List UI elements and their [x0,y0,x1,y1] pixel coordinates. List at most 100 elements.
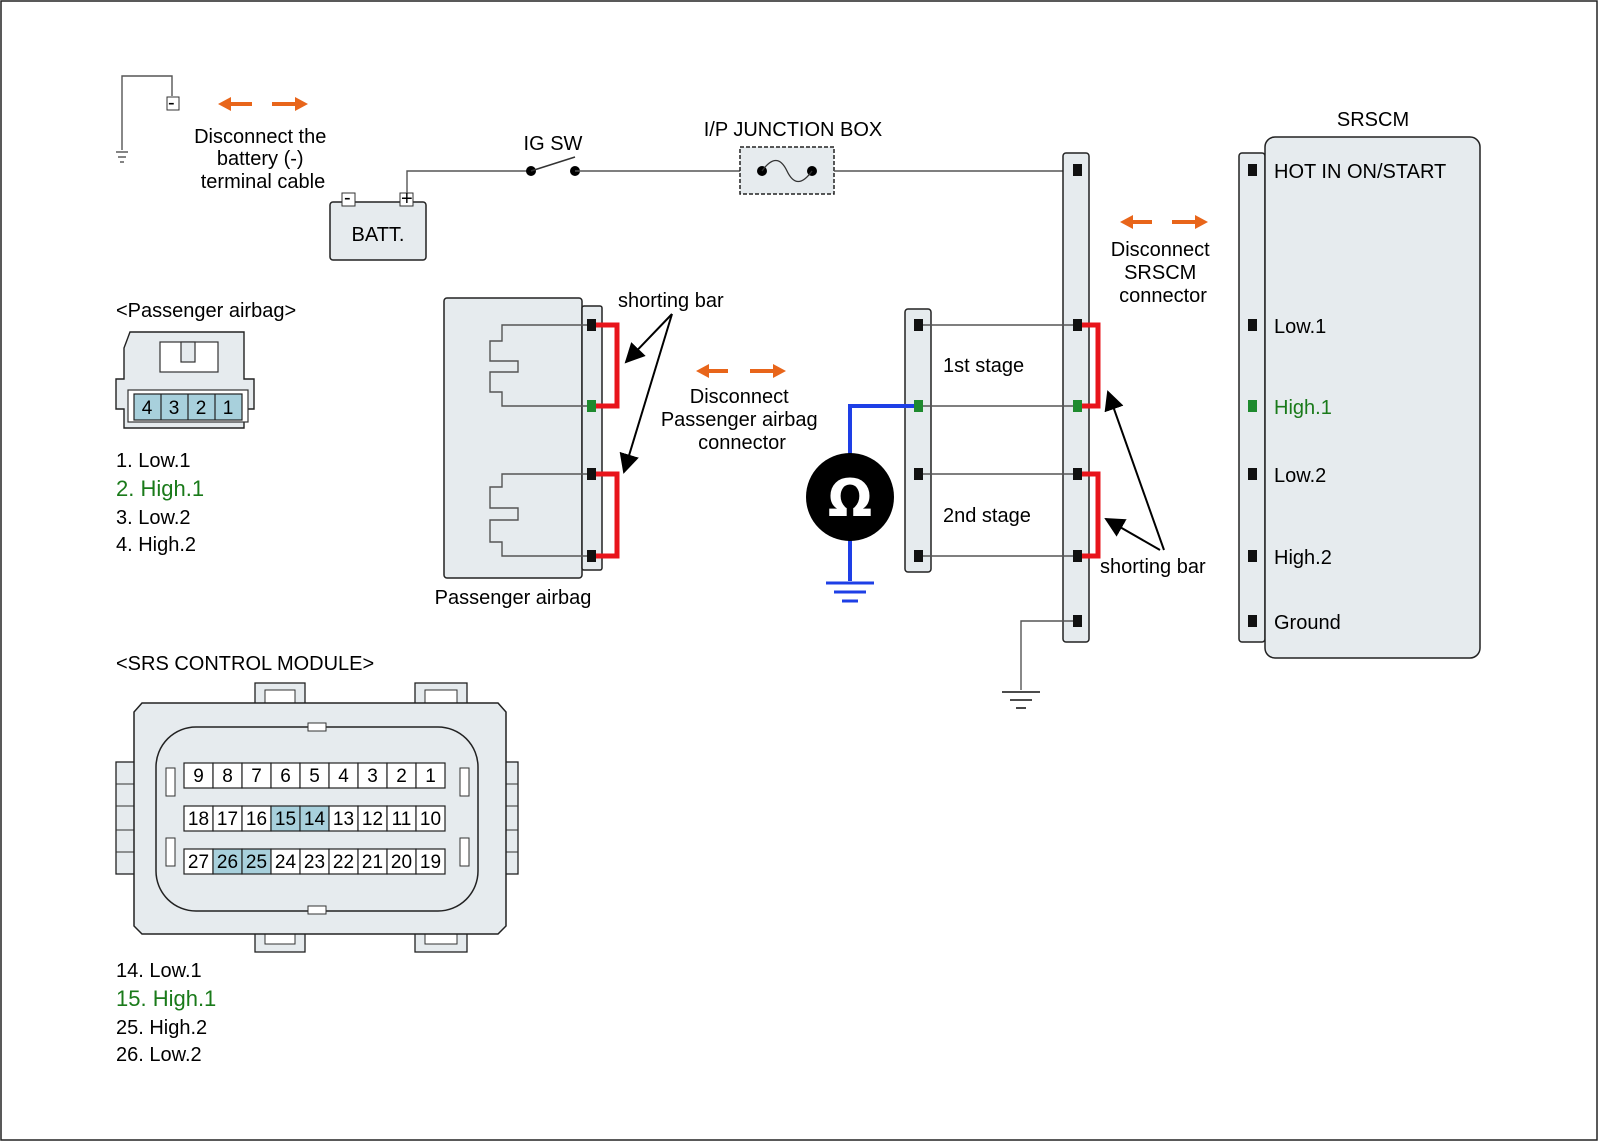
airbag-pin-3: 3 [169,398,180,419]
ohmmeter-probe-wire [848,404,914,455]
passenger-airbag-disconnect-note: Disconnect Passenger airbag connector [661,386,823,454]
srs-legend-25: 25. High.2 [116,1017,207,1039]
airbag-shorting-bar-2 [596,471,620,559]
airbag-pin-2: 2 [196,398,207,419]
passenger-airbag-disconnect-arrow [696,364,786,378]
srs-pin-cell [357,762,388,789]
airbag-legend-4: 4. High.2 [116,534,196,556]
srs-pin-number: 27 [188,852,209,873]
ip-junction-box-label: I/P JUNCTION BOX [704,119,883,141]
srs-pin-cell [415,762,446,789]
srscm-pin-low1: Low.1 [1274,316,1326,338]
airbag-legend-3: 3. Low.2 [116,507,191,529]
srs-pin-cell [212,762,243,789]
airbag-shorting-bar-1 [596,322,620,409]
srs-pin-cell [386,805,417,832]
passenger-airbag-connector-title: <Passenger airbag> [116,300,296,322]
srs-pin-number: 10 [420,809,441,830]
srs-pin-cell [241,762,272,789]
airbag-pin-4: 4 [142,398,153,419]
srs-pin-number: 11 [392,809,412,830]
srs-pin-cell [183,848,214,875]
srs-pin-cell [415,805,446,832]
srs-pin-number: 12 [362,809,383,830]
srs-pin-number: 14 [304,809,326,830]
ohmmeter-ground [826,581,874,603]
srs-pin-cell [241,805,272,832]
srscm-module-body [1264,136,1481,659]
battery-ground-terminal-label: - [168,92,175,114]
srs-pin-cell [386,762,417,789]
srs-pin-number: 5 [309,766,320,787]
airbag-legend-1: 1. Low.1 [116,450,191,472]
battery-neg-terminal: - [344,187,351,209]
airbag-pin-1: 1 [223,398,234,419]
srs-pin-number: 21 [362,852,383,873]
srs-pin-cell [357,848,388,875]
srscm-pin-high2: High.2 [1274,547,1332,569]
power-wire [406,170,531,193]
srscm-title: SRSCM [1337,109,1409,131]
srscm-pin-high1: High.1 [1274,397,1332,419]
battery-pos-terminal: + [401,188,413,210]
ig-switch-label: IG SW [524,133,583,155]
srs-pin-number: 18 [188,809,209,830]
battery-ground-cable: - [116,75,180,163]
srs-pin-number: 7 [251,766,262,787]
srs-pin-number: 6 [280,766,291,787]
second-stage-label: 2nd stage [943,505,1031,527]
battery-disconnect-note: Disconnect the battery (-) terminal cabl… [194,126,332,193]
ohmmeter: Ω [806,453,894,541]
srs-pin-number: 20 [391,852,412,873]
ip-junction-box: I/P JUNCTION BOX [704,119,883,195]
srs-control-module-title: <SRS CONTROL MODULE> [116,653,374,675]
srs-pin-number: 8 [222,766,233,787]
srscm-disconnect-note: Disconnect SRSCM connector [1111,239,1216,307]
battery-label: BATT. [352,224,405,246]
srs-pin-number: 19 [420,852,441,873]
srscm-connector-strip [1238,152,1266,643]
srs-pin-number: 4 [338,766,349,787]
srs-pin-cell [212,848,243,875]
srs-pin-number: 13 [333,809,354,830]
srscm-pin-ground: Ground [1274,612,1341,634]
srs-pin-number: 3 [367,766,378,787]
srs-pin-number: 25 [246,852,267,873]
harness-shorting-bar-1 [1082,322,1101,409]
srs-pin-number: 22 [333,852,354,873]
srs-pin-cell [299,805,330,832]
passenger-airbag-unit [443,297,603,579]
srscm-pin-hot: HOT IN ON/START [1274,161,1446,183]
srs-pin-cell [415,848,446,875]
srs-pin-number: 15 [275,809,296,830]
srs-pin-number: 16 [246,809,267,830]
harness-shorting-bar-label: shorting bar [1100,556,1206,578]
srs-pin-number: 1 [425,766,436,787]
srs-pin-number: 2 [396,766,407,787]
battery-disconnect-arrow [218,97,308,111]
srs-legend-26: 26. Low.2 [116,1044,202,1066]
passenger-airbag-connector-face: 4 3 2 1 [115,331,255,429]
airbag-shorting-bar-label: shorting bar [618,290,724,312]
harness-connector-strip [1062,152,1090,643]
first-stage-label: 1st stage [943,355,1024,377]
srs-legend-14: 14. Low.1 [116,960,202,982]
srs-pin-cell [357,805,388,832]
srs-pin-number: 9 [193,766,204,787]
battery: - + BATT. [329,187,427,261]
stage-connector-strip [904,308,932,573]
srs-pin-cell [241,848,272,875]
srscm-disconnect-arrow [1120,215,1208,229]
srs-pin-number: 24 [275,852,297,873]
srscm-pin-low2: Low.2 [1274,465,1326,487]
passenger-airbag-label: Passenger airbag [435,587,592,609]
srs-pin-number: 17 [217,809,238,830]
airbag-legend-2: 2. High.1 [116,476,204,501]
srs-pin-number: 23 [304,852,325,873]
srs-pin-cell [299,762,330,789]
srs-pin-number: 26 [217,852,238,873]
harness-ground [1002,620,1073,709]
ohmmeter-symbol: Ω [828,469,872,529]
